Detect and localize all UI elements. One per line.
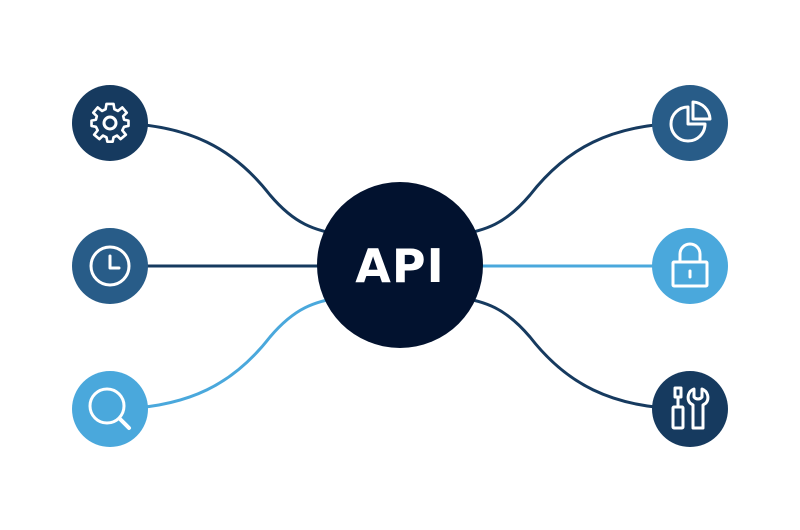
node-settings-circle: [72, 85, 148, 161]
magnifier-icon: [88, 387, 131, 430]
api-hub: API: [317, 182, 483, 348]
node-time: [72, 228, 148, 304]
node-settings: [72, 85, 148, 161]
tools-icon: [671, 386, 710, 430]
node-search-circle: [72, 371, 148, 447]
connector-analytics: [454, 121, 691, 238]
connector-search: [109, 294, 346, 411]
node-security-circle: [652, 228, 728, 304]
node-tools: [652, 371, 728, 447]
gear-icon: [90, 102, 130, 144]
connector-tools: [454, 294, 691, 411]
api-hub-circle: [317, 182, 483, 348]
pie-chart-icon: [669, 100, 712, 143]
node-search: [72, 371, 148, 447]
clock-icon: [89, 245, 131, 287]
node-security: [652, 228, 728, 304]
padlock-icon: [671, 242, 709, 288]
connector-settings: [109, 121, 346, 238]
node-analytics: [652, 85, 728, 161]
api-hub-label: API: [355, 239, 444, 293]
node-tools-circle: [652, 371, 728, 447]
